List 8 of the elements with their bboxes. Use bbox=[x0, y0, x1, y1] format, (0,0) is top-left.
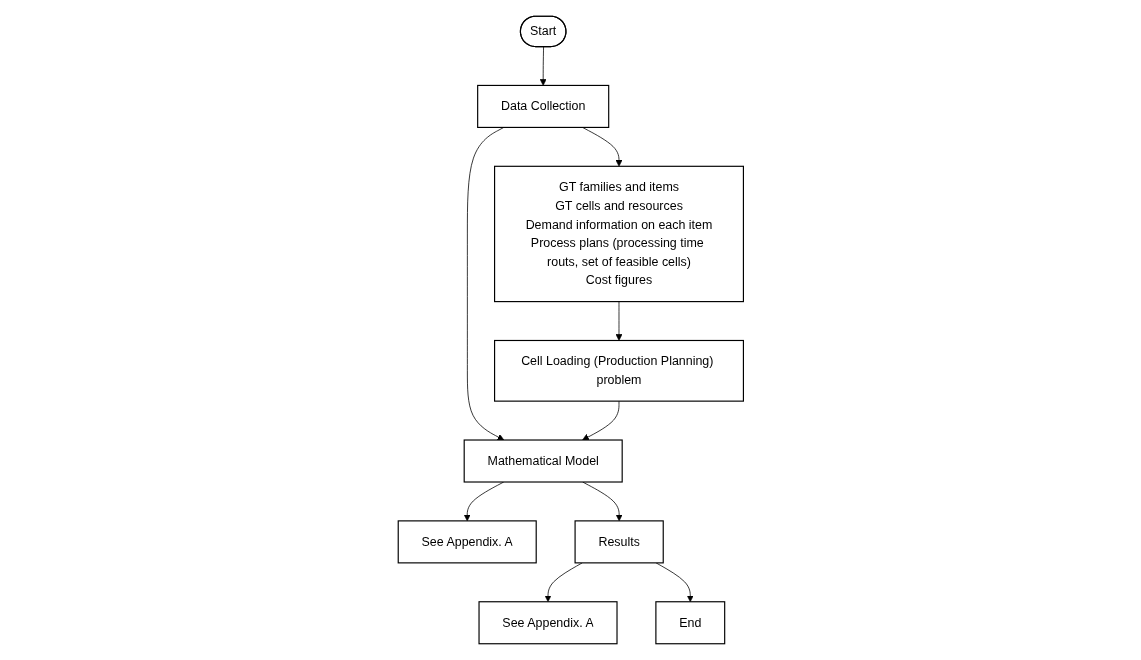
node-box: See Appendix. A bbox=[478, 601, 618, 645]
node-box: End bbox=[654, 601, 725, 645]
node-box: Cell Loading (Production Planning) problem bbox=[493, 339, 744, 402]
node-box: Data Collection bbox=[476, 84, 609, 128]
node-box: See Appendix. A bbox=[397, 520, 537, 564]
node-box: GT families and items GT cells and resources Demand information on each item Process plans (processing time routs, set of feasible cells) Cost figures bbox=[493, 165, 744, 303]
node-box: Mathematical Model bbox=[463, 439, 623, 483]
node-box: Results bbox=[574, 520, 664, 564]
